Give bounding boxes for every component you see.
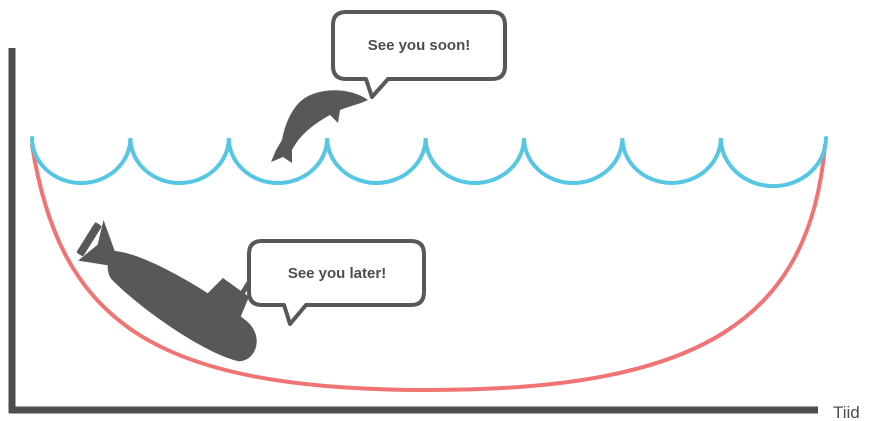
water-waves (32, 138, 826, 186)
submarine-speech-bubble: See you later! (249, 241, 424, 324)
dolphin-icon (271, 90, 368, 163)
dolphin-bubble-text: See you soon! (368, 37, 471, 54)
x-axis-label: Tiid (833, 403, 860, 421)
submarine-bubble-text: See you later! (288, 265, 386, 282)
dolphin-speech-bubble: See you soon! (333, 12, 505, 97)
